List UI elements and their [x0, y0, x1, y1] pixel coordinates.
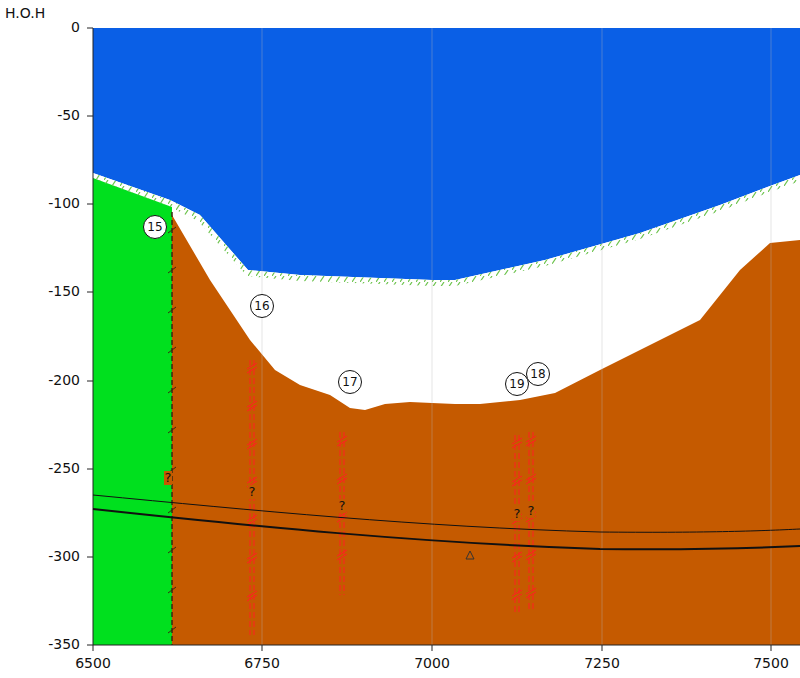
uncertain-mark: ? [338, 499, 347, 513]
grid-lines [262, 28, 771, 645]
fault-zones [250, 360, 533, 635]
callout-circle: 16 [250, 294, 274, 318]
y-tick: -50 [57, 108, 80, 123]
callout-number: 18 [530, 368, 545, 380]
seabed-hatch [93, 173, 800, 286]
uncertain-mark: ? [164, 471, 173, 485]
uncertain-mark: ? [527, 504, 536, 518]
x-tick: 6750 [244, 656, 280, 671]
y-tick: 0 [71, 20, 80, 35]
callout-number: 15 [147, 221, 162, 233]
contact-fault [171, 212, 173, 645]
axes [87, 28, 800, 651]
fault-ticks [168, 227, 536, 633]
y-tick: -200 [48, 373, 80, 388]
x-tick: 7250 [584, 656, 620, 671]
x-tick: 7000 [414, 656, 450, 671]
bedrock-layer [172, 215, 800, 645]
tunnel-invert [93, 509, 800, 549]
y-tick: -350 [48, 637, 80, 652]
callout-number: 17 [342, 376, 357, 388]
axis-unit: H.O.H [5, 6, 45, 21]
x-tick: 6500 [75, 656, 111, 671]
callout-number: 19 [509, 378, 524, 390]
survey-triangle [466, 551, 474, 559]
y-tick: -300 [48, 549, 80, 564]
uncertain-mark: ? [248, 485, 257, 499]
x-tick: 7500 [753, 656, 789, 671]
y-tick: -250 [48, 461, 80, 476]
green-rock-layer [93, 178, 172, 645]
callout-circle: 17 [338, 370, 362, 394]
callout-circle: 15 [143, 215, 167, 239]
y-tick: -150 [48, 284, 80, 299]
uncertain-mark: ? [513, 507, 522, 521]
tunnel-crown [93, 495, 800, 532]
callout-circle: 18 [526, 362, 550, 386]
y-tick: -100 [48, 196, 80, 211]
callout-number: 16 [254, 300, 269, 312]
